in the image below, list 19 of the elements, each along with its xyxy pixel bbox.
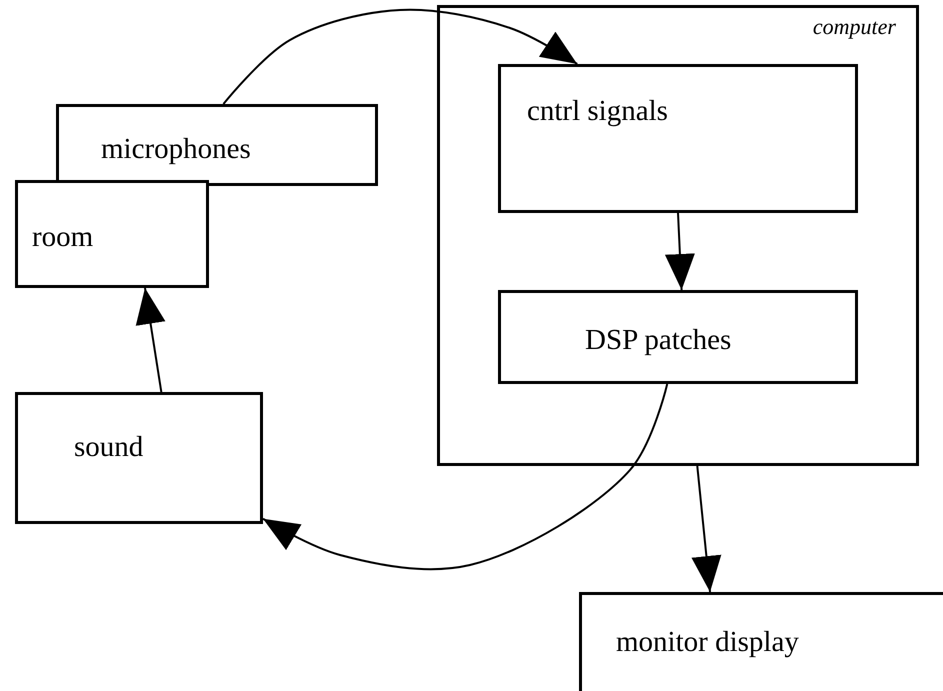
node-label: cntrl signals <box>527 97 668 126</box>
node-label: microphones <box>101 135 251 164</box>
arrow <box>136 288 166 392</box>
process-box <box>15 180 209 288</box>
arrow <box>664 212 695 290</box>
container-box <box>437 5 919 466</box>
node-label: monitor display <box>616 628 799 657</box>
arrow <box>262 384 668 570</box>
process-box <box>579 592 943 691</box>
node-label: DSP patches <box>585 326 732 355</box>
arrow <box>222 8 578 105</box>
process-box <box>498 64 858 213</box>
process-box <box>56 104 378 186</box>
node-label: sound <box>74 433 144 462</box>
process-box <box>15 392 263 524</box>
arrow <box>692 466 722 592</box>
node-label: room <box>32 223 94 252</box>
process-box <box>498 290 858 384</box>
group-label: computer <box>812 16 896 38</box>
